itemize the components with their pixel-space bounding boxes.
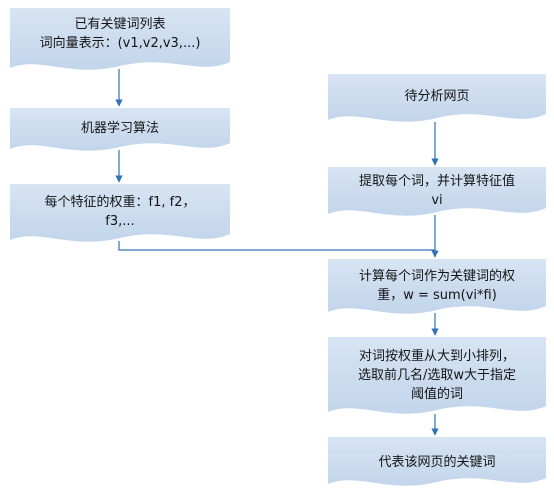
node-feature-weights-line-2: f3,...	[105, 214, 135, 229]
node-word-list: 已有关键词列表 词向量表示：(v1,v2,v3,...)	[10, 8, 230, 60]
node-ml-algorithm-line-1: 机器学习算法	[80, 120, 159, 136]
node-shape-word-list	[10, 8, 230, 70]
node-shape-extract-words	[328, 167, 546, 216]
node-ml-algorithm: 机器学习算法	[10, 110, 230, 146]
node-extract-words-line-1: 提取每个词，并计算特征值	[358, 174, 515, 189]
node-sort-select-line-3: 阈值的词	[410, 386, 463, 402]
node-result-keywords-line-1: 代表该网页的关键词	[378, 454, 496, 470]
node-compute-weight-line-1: 计算每个词作为关键词的权	[358, 269, 515, 284]
arrow-weights-to-compute	[118, 241, 435, 251]
node-feature-weights: 每个特征的权重：f1, f2， f3,...	[10, 186, 230, 238]
node-compute-weight-line-2: 重，w = sum(vi*fi)	[377, 288, 497, 303]
node-sort-select: 对词按权重从大到小排列， 选取前几名/选取w大于指定 阈值的词	[328, 340, 546, 410]
node-shape-feature-weights	[10, 184, 230, 242]
node-shape-result-keywords	[328, 437, 546, 486]
node-page-to-analyze: 待分析网页	[328, 76, 546, 116]
node-shape-page-to-analyze	[328, 74, 546, 122]
node-page-to-analyze-line-1: 待分析网页	[404, 88, 470, 104]
node-result-keywords: 代表该网页的关键词	[328, 440, 546, 484]
node-compute-weight: 计算每个词作为关键词的权 重，w = sum(vi*fi)	[328, 262, 546, 310]
node-feature-weights-line-1: 每个特征的权重：f1, f2，	[44, 195, 196, 210]
node-sort-select-line-1: 对词按权重从大到小排列，	[358, 348, 515, 364]
node-word-list-line-1: 已有关键词列表	[74, 17, 166, 32]
node-word-list-line-2: 词向量表示：(v1,v2,v3,...)	[39, 36, 201, 51]
node-shape-ml-algorithm	[10, 108, 230, 151]
node-extract-words: 提取每个词，并计算特征值 vi	[328, 170, 546, 212]
node-shape-compute-weight	[328, 259, 546, 314]
node-extract-words-line-2: vi	[431, 193, 443, 208]
node-shape-sort-select	[328, 337, 546, 414]
node-sort-select-line-2: 选取前几名/选取w大于指定	[357, 367, 516, 383]
